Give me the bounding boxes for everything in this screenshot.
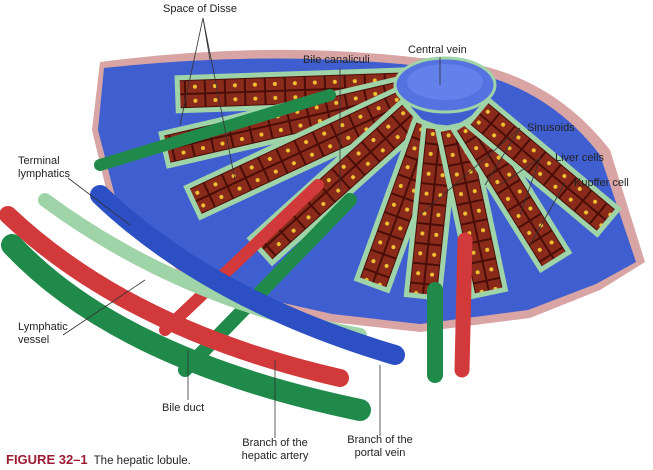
terminal-lymphatic [94,89,336,171]
label-line: hepatic artery [241,450,309,462]
label-sinusoids: Sinusoids [527,122,575,134]
label-line: Branch of the [347,434,413,446]
label-central-vein: Central vein [408,44,467,56]
label-line: Terminal [18,155,60,167]
liver-cell-plate [183,84,417,221]
liver-cell-plate [246,97,428,267]
label-kupffer-cell: Kupffer cell [574,177,629,189]
label-line: vessel [18,334,50,346]
portal-vein-branch [90,185,405,365]
figure-caption: FIGURE 32–1 The hepatic lobule. [6,452,191,467]
label-bile-canaliculi: Bile canaliculi [303,54,370,66]
liver-cell-plate [158,75,411,169]
hepatic-artery-branch [0,206,349,387]
liver-cell-plate [450,108,573,274]
liver-cell-plate [434,120,509,300]
label-line: Branch of the [242,437,308,449]
label-space-of-disse: Space of Disse [163,3,237,15]
label-liver-cells: Liver cells [555,152,604,164]
bile-duct [1,234,371,421]
label-bile-duct: Bile duct [162,402,205,414]
label-line: lymphatics [18,168,70,180]
liver-cell-plate [463,96,622,238]
figure-number: FIGURE 32–1 [6,452,88,467]
label-line: Lymphatic [18,321,68,333]
label-line: portal vein [354,447,406,459]
figure-title: The hepatic lobule. [93,455,191,467]
